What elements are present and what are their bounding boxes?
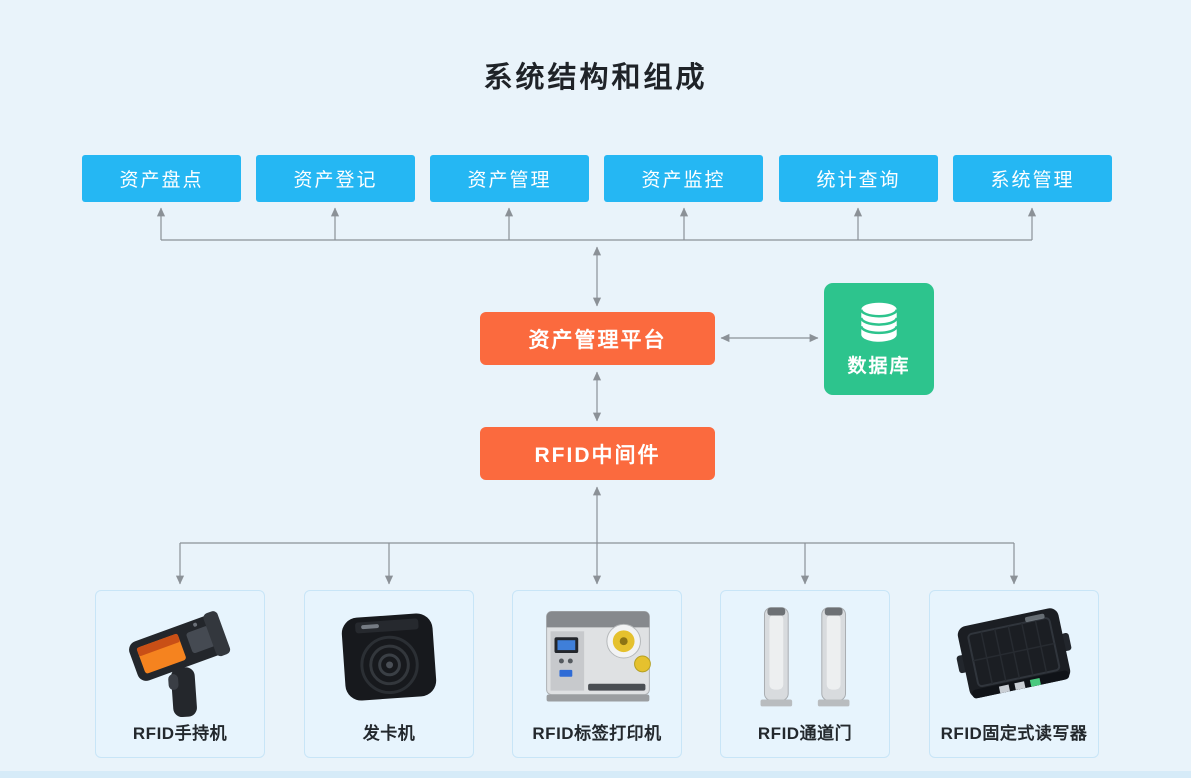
module-node-asset-inventory: 资产盘点 bbox=[82, 155, 241, 202]
footer-strip bbox=[0, 771, 1191, 778]
device-label: RFID固定式读写器 bbox=[940, 724, 1088, 743]
device-label: RFID手持机 bbox=[132, 724, 228, 743]
page-title: 系统结构和组成 bbox=[483, 62, 708, 94]
database-label: 数据库 bbox=[847, 356, 911, 377]
database-node: 数据库 bbox=[824, 283, 934, 395]
card-issuer-image bbox=[305, 597, 473, 719]
rfid-handheld-image bbox=[96, 597, 264, 719]
device-card-rfid-label-printer: RFID标签打印机 bbox=[512, 590, 682, 758]
module-node-asset-manage: 资产管理 bbox=[430, 155, 589, 202]
middleware-node: RFID中间件 bbox=[480, 427, 715, 480]
device-label: RFID标签打印机 bbox=[532, 724, 662, 743]
device-label: 发卡机 bbox=[362, 724, 416, 743]
rfid-fixed-reader-image bbox=[930, 597, 1098, 719]
module-node-asset-register: 资产登记 bbox=[256, 155, 415, 202]
device-label: RFID通道门 bbox=[757, 724, 853, 743]
rfid-gate-image bbox=[721, 597, 889, 719]
module-node-asset-monitor: 资产监控 bbox=[604, 155, 763, 202]
platform-node: 资产管理平台 bbox=[480, 312, 715, 365]
device-card-rfid-gate: RFID通道门 bbox=[720, 590, 890, 758]
device-card-rfid-fixed-reader: RFID固定式读写器 bbox=[929, 590, 1099, 758]
rfid-label-printer-image bbox=[513, 597, 681, 719]
module-node-stats-query: 统计查询 bbox=[779, 155, 938, 202]
device-card-rfid-handheld: RFID手持机 bbox=[95, 590, 265, 758]
module-node-system-manage: 系统管理 bbox=[953, 155, 1112, 202]
database-icon bbox=[860, 302, 898, 342]
device-card-card-issuer: 发卡机 bbox=[304, 590, 474, 758]
